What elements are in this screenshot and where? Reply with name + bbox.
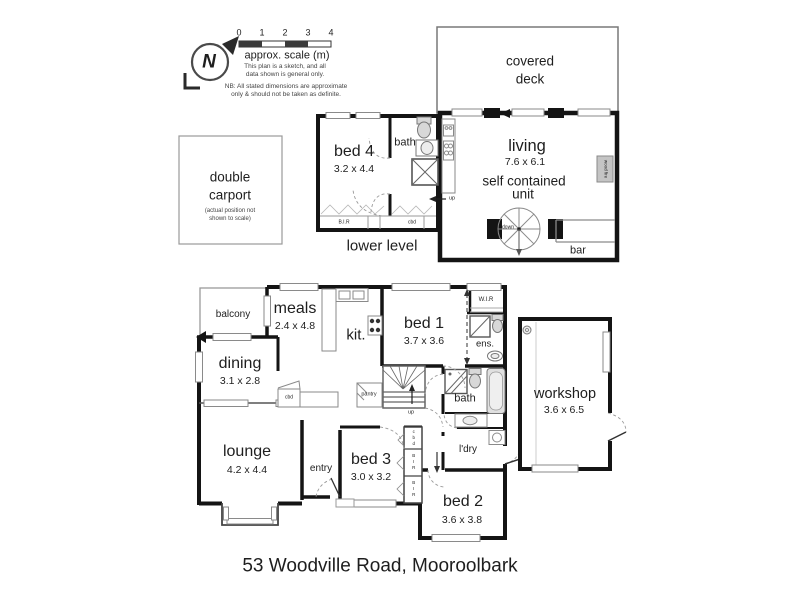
closet-bir2-label: BIR	[411, 480, 417, 498]
disclaimer-line2: data shown is general only.	[245, 70, 325, 78]
bed2-dims: 3.6 x 3.8	[441, 513, 483, 526]
carport-label-2: carport	[208, 187, 252, 203]
double-carport-outline	[178, 135, 283, 245]
wood-fire-label: wood fire	[603, 159, 609, 179]
meals-label: meals	[273, 300, 317, 317]
workshop-outline	[518, 317, 627, 473]
cbd-bench-label: cbd	[284, 394, 294, 401]
carport-note-2: shown to scale)	[209, 216, 251, 222]
bath-label: bath	[454, 392, 476, 405]
dining-dims: 3.1 x 2.8	[219, 374, 261, 387]
balcony-label: balcony	[215, 309, 251, 320]
entry-label: entry	[309, 463, 333, 474]
laundry-label: l'dry	[458, 444, 478, 455]
scale-tick-2: 2	[282, 27, 288, 38]
upper-windows	[325, 108, 611, 119]
hall-down-arrow	[434, 452, 440, 473]
upper-bath-label: bath	[394, 136, 416, 149]
meals-dims: 2.4 x 4.8	[274, 319, 316, 332]
closet-bir1-label: BIR	[411, 453, 417, 471]
bar-label: bar	[570, 244, 586, 257]
page-title: 53 Woodville Road, Mooroolbark	[242, 555, 518, 577]
bed4-dims: 3.2 x 4.4	[333, 162, 375, 175]
upper-up-label: up	[448, 195, 456, 202]
bathroom-fixtures	[444, 368, 506, 445]
wir-label: W.I.R	[478, 297, 494, 303]
ensuite-fixtures	[469, 314, 504, 362]
upper-bir-label: B.I.R	[338, 219, 350, 226]
scale-label: approx. scale (m)	[244, 49, 330, 62]
lounge-bay-window	[221, 503, 279, 526]
pantry-and-cbd-units	[277, 380, 383, 408]
upper-doors	[352, 137, 391, 217]
carport-note-1: (actual position not	[204, 208, 256, 214]
workshop-label: workshop	[533, 385, 597, 402]
north-letter: N	[202, 51, 216, 73]
entry-door-leaf	[330, 477, 355, 508]
spiral-staircase-icon	[497, 207, 541, 256]
upper-bath-fixtures	[411, 116, 439, 186]
pantry-label: pantry	[361, 391, 377, 398]
living-dims: 7.6 x 6.1	[504, 155, 546, 168]
covered-deck-label-1: covered	[505, 53, 555, 69]
nb-line2: only & should not be taken as definite.	[231, 90, 341, 98]
bed1-robe-arrow	[464, 289, 470, 365]
upper-closet-bir	[320, 204, 436, 229]
up-label: up	[407, 409, 415, 416]
scale-tick-0: 0	[236, 27, 242, 38]
upper-kitchenette	[441, 118, 456, 194]
scale-bar	[238, 40, 332, 48]
bed3-label: bed 3	[350, 451, 392, 468]
ensuite-label: ens.	[476, 338, 494, 350]
main-windows	[195, 283, 502, 542]
scale-tick-4: 4	[328, 27, 334, 38]
kitchen-fixtures	[321, 288, 383, 352]
covered-deck-label-2: deck	[515, 71, 545, 87]
bar-counter	[555, 219, 615, 243]
wir-shelves	[470, 307, 503, 313]
living-label: living	[508, 136, 546, 155]
bed1-dims: 3.7 x 3.6	[403, 334, 445, 347]
nb-line1: NB: All stated dimensions are approximat…	[224, 82, 348, 90]
workshop-dims: 3.6 x 6.5	[543, 403, 585, 416]
lounge-dims: 4.2 x 4.4	[226, 463, 268, 476]
closet-cbd-label: cbd	[411, 429, 417, 447]
bed3-dims: 3.0 x 3.2	[350, 470, 392, 483]
bed2-label: bed 2	[442, 493, 484, 510]
self-contained-label-1: self contained	[482, 173, 566, 189]
bed4-label: bed 4	[333, 143, 375, 160]
closet-column	[396, 426, 423, 504]
scale-tick-3: 3	[305, 27, 311, 38]
stairs-icon	[382, 365, 426, 409]
self-contained-label-2: unit	[512, 186, 534, 202]
scale-tick-1: 1	[259, 27, 265, 38]
dining-label: dining	[218, 355, 262, 372]
wood-fire-icon	[596, 155, 614, 183]
kitchen-label: kit.	[346, 326, 366, 344]
ldry-door-leaf	[504, 458, 521, 465]
north-compass-icon	[183, 36, 239, 90]
down-label: down	[502, 224, 514, 231]
lounge-label: lounge	[222, 443, 272, 460]
bed1-label: bed 1	[403, 315, 445, 332]
disclaimer-line1: This plan is a sketch, and all	[244, 62, 326, 70]
upper-up-arrow	[429, 196, 446, 202]
covered-deck-outline	[436, 26, 619, 114]
balcony-door-arrow	[196, 331, 206, 343]
carport-label-1: double	[209, 169, 251, 185]
upper-cbd-label: cbd	[407, 219, 417, 226]
lower-level-label: lower level	[346, 237, 418, 255]
